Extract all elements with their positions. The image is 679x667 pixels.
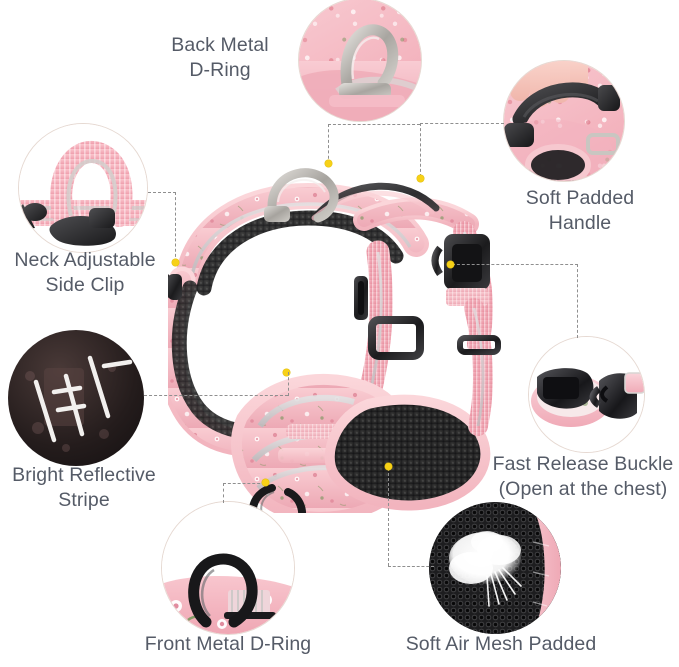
callout-circle-soft-air-mesh-padded	[429, 502, 561, 634]
connector-back-metal-d-ring-horizontal	[328, 124, 420, 125]
marker-dot-bright-reflective-stripe	[283, 369, 290, 376]
connector-reflective-stripe-stub	[288, 372, 289, 396]
marker-dot-front-metal-d-ring	[262, 479, 269, 486]
callout-label-soft-padded-handle: Soft Padded Handle	[525, 187, 635, 234]
marker-dot-fast-release-buckle	[447, 261, 454, 268]
connector-soft-padded-handle-vertical	[420, 123, 421, 177]
marker-dot-soft-padded-handle	[417, 175, 424, 182]
neck-side-clip-hardware	[161, 273, 182, 300]
callout-label-fast-release-buckle: Fast Release Buckle (Open at the chest)	[492, 453, 674, 500]
callout-circle-soft-padded-handle	[503, 60, 625, 182]
callout-label-neck-adjustable-side-clip: Neck Adjustable Side Clip	[14, 249, 156, 296]
lower-strap-slider	[457, 335, 501, 355]
connector-front-metal-d-ring-vertical	[223, 483, 224, 503]
marker-dot-back-metal-d-ring	[325, 160, 332, 167]
callout-circle-bright-reflective-stripe	[8, 330, 144, 466]
callout-label-bright-reflective-stripe: Bright Reflective Stripe	[12, 464, 156, 511]
back-metal-d-ring-hardware	[264, 168, 339, 223]
marker-dot-neck-adjustable-side-clip	[172, 259, 179, 266]
connector-soft-padded-handle-horizontal	[420, 123, 504, 124]
connector-soft-air-mesh-vertical	[388, 468, 389, 566]
rectangular-slide-adjuster	[368, 316, 424, 360]
callout-circle-fast-release-buckle	[528, 336, 645, 453]
callout-circle-front-metal-d-ring	[161, 501, 295, 635]
connector-back-metal-d-ring-vertical	[328, 124, 329, 164]
connector-front-metal-d-ring-horizontal	[223, 483, 265, 484]
harness-illustration	[156, 168, 501, 538]
callout-label-back-metal-d-ring: Back Metal D-Ring	[171, 34, 269, 81]
connector-neck-side-clip-horizontal	[148, 192, 176, 193]
callout-label-soft-air-mesh-padded: Soft Air Mesh Padded	[405, 633, 597, 655]
connector-fast-release-buckle-vertical	[577, 264, 578, 338]
callout-circle-neck-adjustable-side-clip	[18, 123, 148, 253]
callout-label-front-metal-d-ring: Front Metal D-Ring	[144, 633, 312, 655]
callout-circle-back-metal-d-ring	[298, 0, 422, 122]
strap-slider-adjuster	[354, 276, 368, 320]
connector-soft-air-mesh-horizontal	[388, 566, 434, 567]
connector-neck-side-clip-vertical	[175, 192, 176, 262]
center-product-harness	[156, 148, 513, 538]
marker-dot-soft-air-mesh-padded	[385, 463, 392, 470]
connector-reflective-stripe-horizontal	[144, 395, 288, 396]
connector-fast-release-buckle-horizontal	[452, 264, 578, 265]
fast-release-buckle-hardware	[431, 234, 490, 306]
